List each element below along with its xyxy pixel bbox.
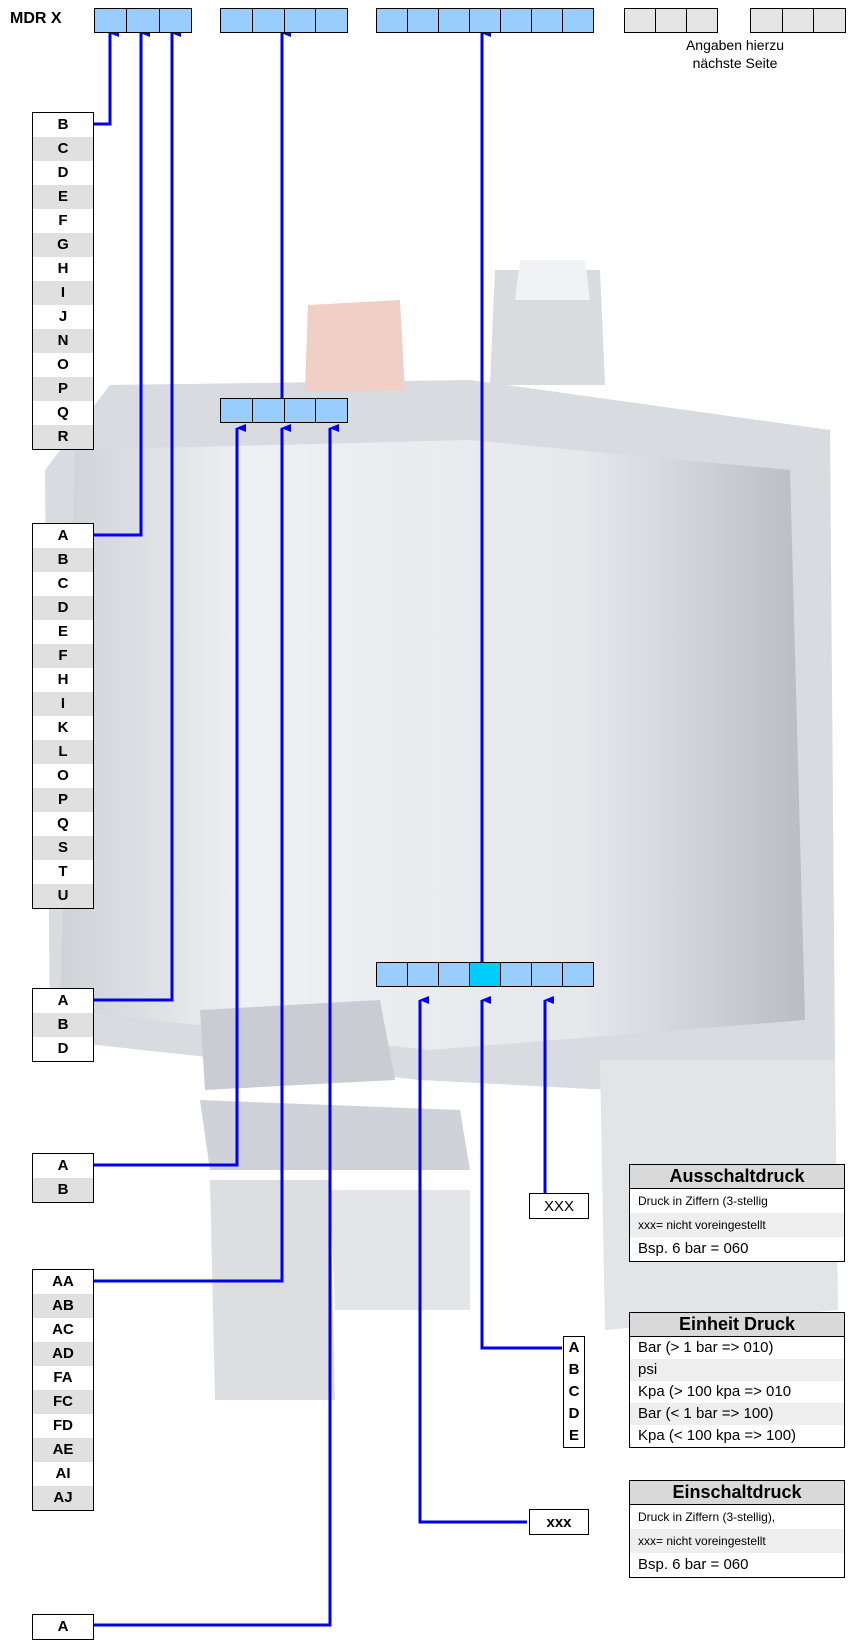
list-item: L: [33, 740, 93, 764]
list-item: O: [33, 764, 93, 788]
list-item: I: [33, 692, 93, 716]
option-list-4: A B: [32, 1153, 94, 1203]
einschalt-row: xxx= nicht voreingestellt: [630, 1529, 844, 1553]
list-item: AB: [33, 1294, 93, 1318]
list-item: O: [33, 353, 93, 377]
option-list-1: B C D E F G H I J N O P Q R: [32, 112, 94, 450]
option-list-2: A B C D E F H I K L O P Q S T U: [32, 523, 94, 909]
list-item: Q: [33, 812, 93, 836]
list-item: P: [33, 788, 93, 812]
option-list-6: A: [32, 1614, 94, 1640]
einheit-row: psi: [630, 1359, 844, 1381]
list-item: A: [33, 989, 93, 1013]
einschalt-row: Druck in Ziffern (3-stellig),: [630, 1505, 844, 1529]
einschalt-code-box: xxx: [529, 1509, 589, 1535]
list-item: E: [33, 620, 93, 644]
list-item: D: [33, 596, 93, 620]
list-item: A: [33, 524, 93, 548]
option-list-5: AA AB AC AD FA FC FD AE AI AJ: [32, 1269, 94, 1511]
list-item: H: [33, 668, 93, 692]
list-item: Q: [33, 401, 93, 425]
next-page-note: Angaben hierzu nächste Seite: [650, 36, 820, 72]
list-item: E: [564, 1425, 584, 1447]
ausschaltdruck-box: Ausschaltdruck Druck in Ziffern (3-stell…: [629, 1164, 845, 1262]
list-item: AC: [33, 1318, 93, 1342]
product-label: MDR X: [10, 10, 62, 27]
list-item: FC: [33, 1390, 93, 1414]
list-item: C: [33, 137, 93, 161]
code-block-3: [376, 8, 594, 33]
list-item: P: [33, 377, 93, 401]
ausschalt-row: Druck in Ziffern (3-stellig: [630, 1189, 844, 1213]
einschaltdruck-box: Einschaltdruck Druck in Ziffern (3-stell…: [629, 1480, 845, 1578]
list-item: I: [33, 281, 93, 305]
option-list-3: A B D: [32, 988, 94, 1062]
list-item: AI: [33, 1462, 93, 1486]
list-item: A: [33, 1154, 93, 1178]
list-item: B: [33, 1013, 93, 1037]
list-item: D: [33, 161, 93, 185]
list-item: S: [33, 836, 93, 860]
list-item: B: [33, 548, 93, 572]
note-line-1: Angaben hierzu: [685, 37, 785, 53]
ausschalt-row: Bsp. 6 bar = 060: [630, 1237, 844, 1261]
list-item: B: [33, 1178, 93, 1202]
list-item: F: [33, 209, 93, 233]
code-block-4: [624, 8, 718, 33]
list-item: K: [33, 716, 93, 740]
list-item: FA: [33, 1366, 93, 1390]
list-item: AA: [33, 1270, 93, 1294]
list-item: AD: [33, 1342, 93, 1366]
ausschaltdruck-title: Ausschaltdruck: [630, 1165, 844, 1189]
einheit-letters: A B C D E: [563, 1336, 585, 1448]
list-item: A: [33, 1615, 93, 1639]
list-item: N: [33, 329, 93, 353]
code-block-mid: [220, 398, 348, 423]
list-item: C: [33, 572, 93, 596]
list-item: G: [33, 233, 93, 257]
code-block-5: [750, 8, 846, 33]
einheit-druck-box: Einheit Druck Bar (> 1 bar => 010) psi K…: [629, 1312, 845, 1448]
list-item: B: [564, 1359, 584, 1381]
list-item: H: [33, 257, 93, 281]
einheit-row: Bar (< 1 bar => 100): [630, 1403, 844, 1425]
code-block-2: [220, 8, 348, 33]
list-item: C: [564, 1381, 584, 1403]
list-item: R: [33, 425, 93, 449]
list-item: FD: [33, 1414, 93, 1438]
einheit-row: Kpa (> 100 kpa => 010: [630, 1381, 844, 1403]
list-item: D: [564, 1403, 584, 1425]
ausschalt-code-box: XXX: [529, 1193, 589, 1219]
list-item: A: [564, 1337, 584, 1359]
list-item: B: [33, 113, 93, 137]
einheit-row: Kpa (< 100 kpa => 100): [630, 1425, 844, 1447]
list-item: F: [33, 644, 93, 668]
code-block-pressure: [376, 962, 594, 987]
ausschalt-row: xxx= nicht voreingestellt: [630, 1213, 844, 1237]
list-item: T: [33, 860, 93, 884]
list-item: E: [33, 185, 93, 209]
einschalt-row: Bsp. 6 bar = 060: [630, 1553, 844, 1577]
list-item: D: [33, 1037, 93, 1061]
code-block-1: [94, 8, 192, 33]
list-item: U: [33, 884, 93, 908]
list-item: AE: [33, 1438, 93, 1462]
list-item: AJ: [33, 1486, 93, 1510]
einheit-druck-title: Einheit Druck: [630, 1313, 844, 1337]
list-item: J: [33, 305, 93, 329]
einheit-row: Bar (> 1 bar => 010): [630, 1337, 844, 1359]
einschaltdruck-title: Einschaltdruck: [630, 1481, 844, 1505]
note-line-2: nächste Seite: [692, 55, 778, 71]
